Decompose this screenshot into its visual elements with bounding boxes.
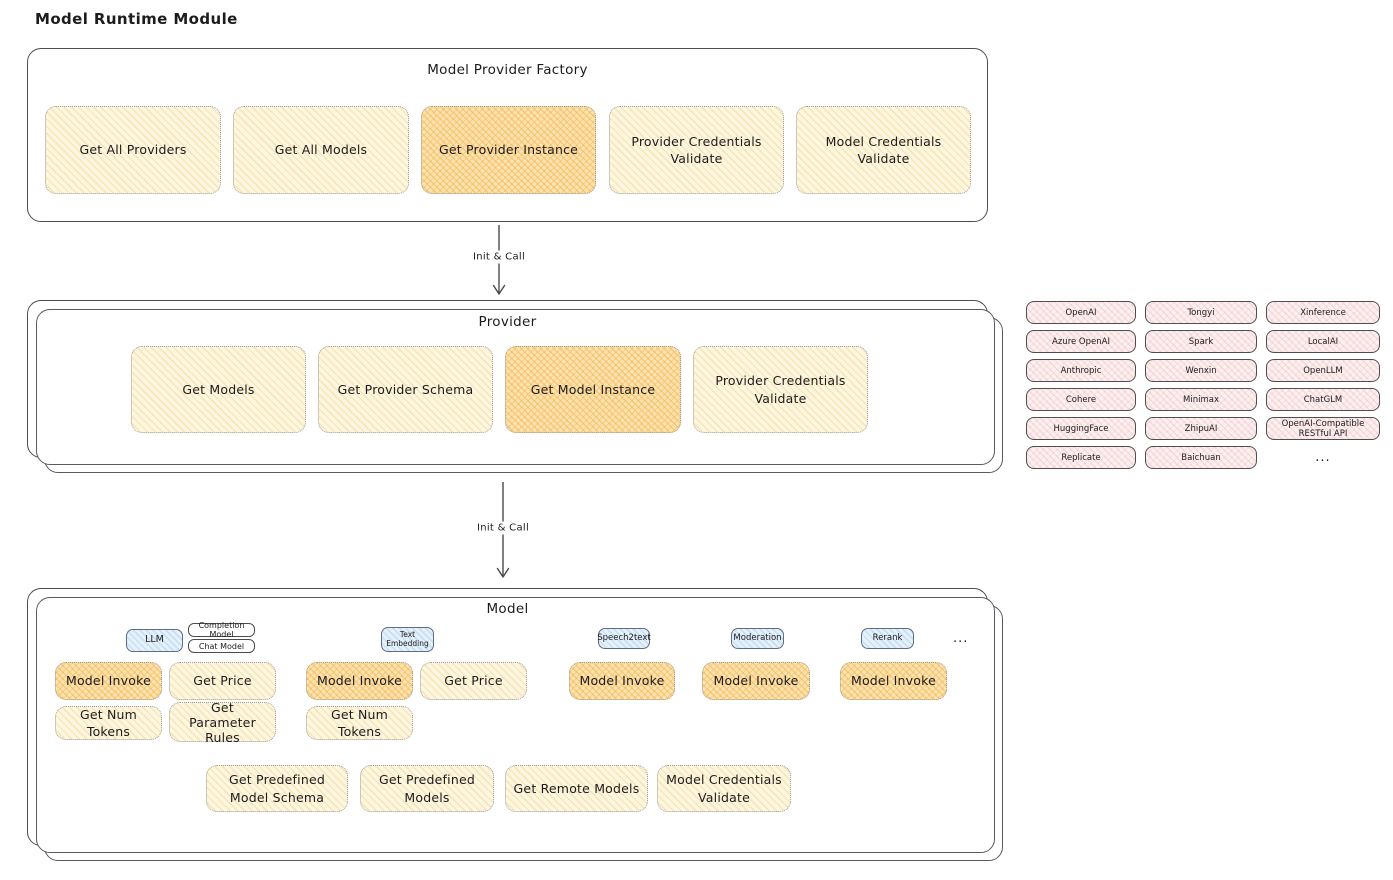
text-embedding-get-num-tokens: Get Num Tokens xyxy=(306,706,413,740)
provider-box-get-model-instance: Get Model Instance xyxy=(505,346,681,433)
provider-chip-minimax: Minimax xyxy=(1145,388,1257,411)
tag-llm: LLM xyxy=(126,629,183,652)
rerank-model-invoke: Model Invoke xyxy=(840,662,947,700)
provider-chip-xinference: Xinference xyxy=(1266,301,1380,324)
common-get-predefined-models: Get Predefined Models xyxy=(360,765,494,812)
provider-chip-huggingface: HuggingFace xyxy=(1026,417,1136,440)
llm-get-price: Get Price xyxy=(169,662,276,700)
provider-chips-more: ... xyxy=(1315,450,1331,465)
tag-moderation: Moderation xyxy=(731,628,784,649)
model-title: Model xyxy=(486,601,529,617)
common-get-remote-models: Get Remote Models xyxy=(505,765,648,812)
common-model-credentials-validate: Model Credentials Validate xyxy=(657,765,791,812)
provider-chip-chatglm: ChatGLM xyxy=(1266,388,1380,411)
factory-box-model-credentials-validate: Model Credentials Validate xyxy=(796,106,971,194)
provider-box-provider-credentials-validate: Provider Credentials Validate xyxy=(693,346,868,433)
factory-box-get-all-models: Get All Models xyxy=(233,106,409,194)
factory-container: Model Provider Factory Get All Providers… xyxy=(27,48,988,222)
provider-chip-tongyi: Tongyi xyxy=(1145,301,1257,324)
provider-chip-azure-openai: Azure OpenAI xyxy=(1026,330,1136,353)
tag-text-embedding: Text Embedding xyxy=(381,627,434,652)
speech2text-model-invoke: Model Invoke xyxy=(569,662,675,700)
provider-chip-zhipuai: ZhipuAI xyxy=(1145,417,1257,440)
provider-chip-cohere: Cohere xyxy=(1026,388,1136,411)
provider-box-get-provider-schema: Get Provider Schema xyxy=(318,346,493,433)
factory-box-get-provider-instance: Get Provider Instance xyxy=(421,106,596,194)
provider-chip-openai: OpenAI xyxy=(1026,301,1136,324)
text-embedding-model-invoke: Model Invoke xyxy=(306,662,413,700)
provider-chip-wenxin: Wenxin xyxy=(1145,359,1257,382)
provider-container: Provider Get Models Get Provider Schema … xyxy=(27,300,1003,473)
page-title: Model Runtime Module xyxy=(35,10,238,28)
provider-chip-openllm: OpenLLM xyxy=(1266,359,1380,382)
provider-chip-anthropic: Anthropic xyxy=(1026,359,1136,382)
provider-chip-baichuan: Baichuan xyxy=(1145,446,1257,469)
provider-chip-localai: LocalAI xyxy=(1266,330,1380,353)
arrow2-label: Init & Call xyxy=(471,521,535,535)
provider-chip-openai-compatible: OpenAI-Compatible RESTful API xyxy=(1266,417,1380,440)
tag-speech2text: Speech2text xyxy=(597,628,651,649)
tag-rerank: Rerank xyxy=(861,628,914,649)
factory-title: Model Provider Factory xyxy=(427,62,588,78)
factory-box-get-all-providers: Get All Providers xyxy=(45,106,221,194)
provider-chip-replicate: Replicate xyxy=(1026,446,1136,469)
tags-more: ... xyxy=(953,631,969,646)
moderation-model-invoke: Model Invoke xyxy=(702,662,810,700)
arrow1-label: Init & Call xyxy=(467,250,531,264)
provider-chip-spark: Spark xyxy=(1145,330,1257,353)
llm-model-invoke: Model Invoke xyxy=(55,662,162,700)
tag-chat-model: Chat Model xyxy=(188,639,255,653)
provider-chip-grid: OpenAI Tongyi Xinference Azure OpenAI Sp… xyxy=(1026,301,1380,469)
common-get-predefined-model-schema: Get Predefined Model Schema xyxy=(206,765,348,812)
provider-title: Provider xyxy=(478,314,537,330)
llm-get-parameter-rules: Get Parameter Rules xyxy=(169,700,276,745)
tag-completion-model: Completion Model xyxy=(188,621,255,639)
model-container: Model LLM Completion Model Chat Model Te… xyxy=(27,588,1003,861)
provider-box-get-models: Get Models xyxy=(131,346,306,433)
factory-box-provider-credentials-validate: Provider Credentials Validate xyxy=(609,106,784,194)
llm-get-num-tokens: Get Num Tokens xyxy=(55,706,162,740)
text-embedding-get-price: Get Price xyxy=(420,662,527,700)
